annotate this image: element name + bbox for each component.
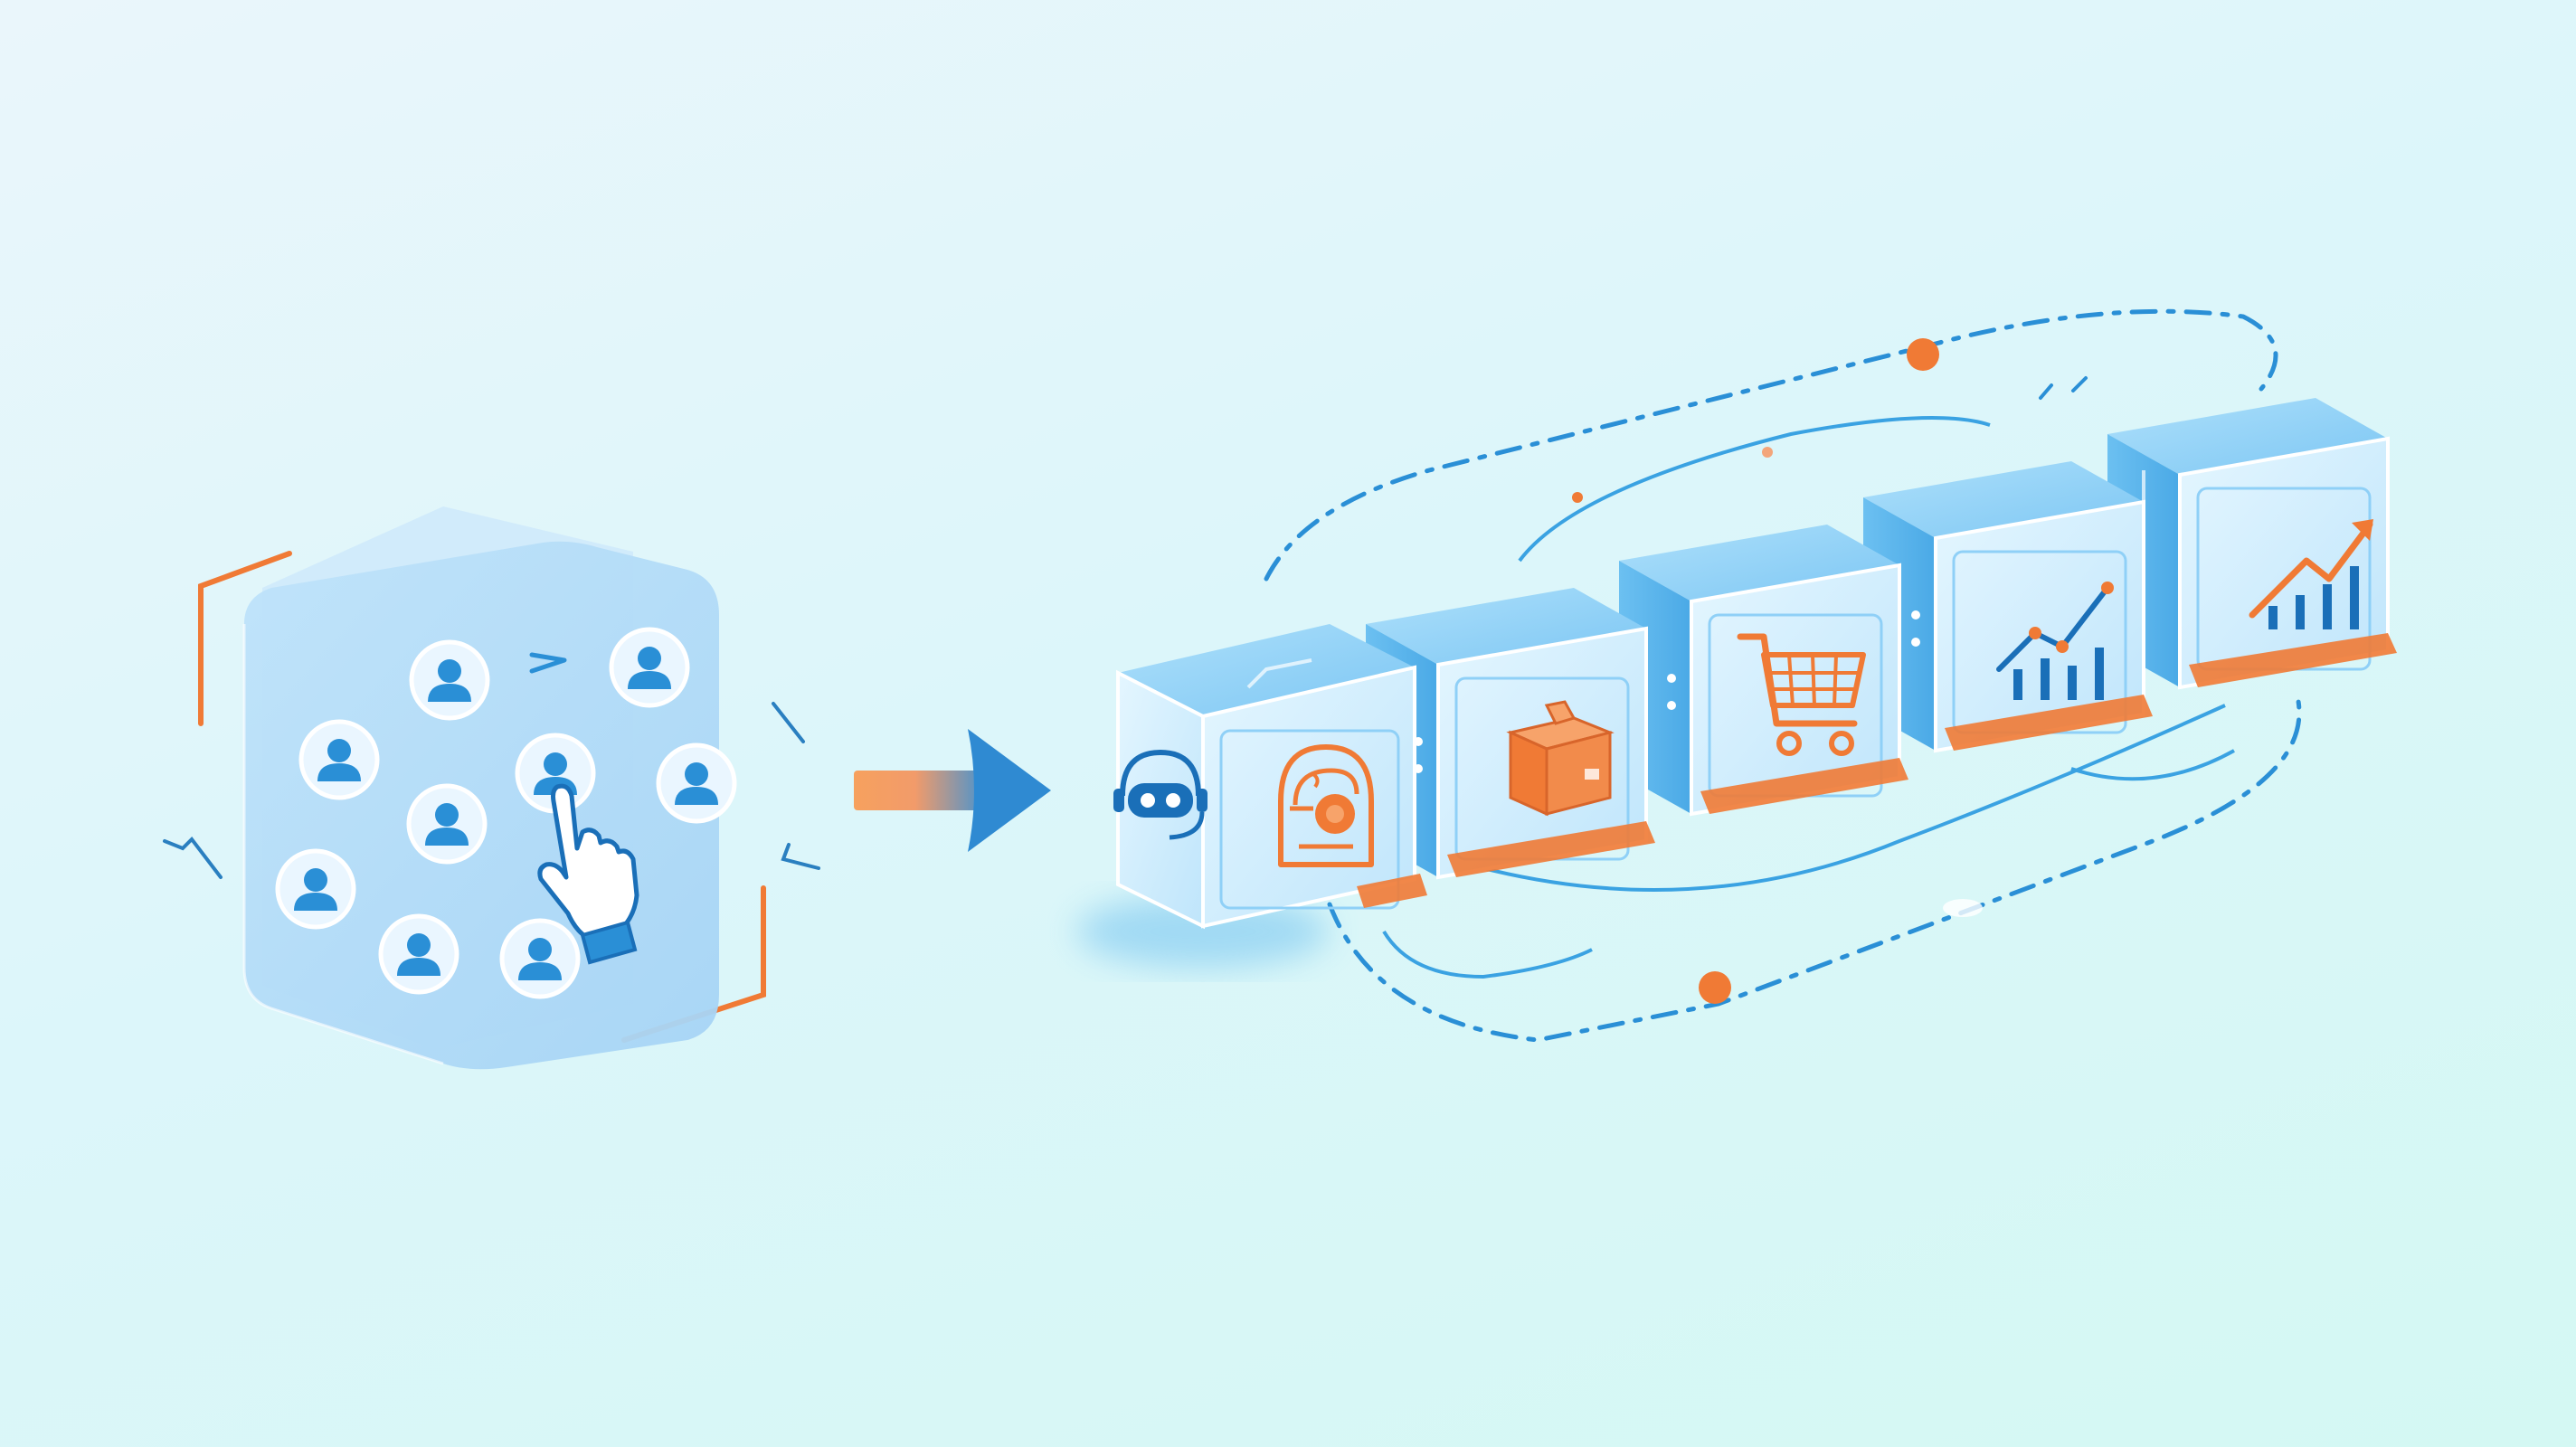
cube-growth — [2107, 398, 2397, 690]
user-badge — [609, 627, 690, 708]
loop-glow — [1943, 899, 1983, 917]
loop-line-inner-right — [2070, 749, 2235, 781]
user-badge — [406, 783, 488, 865]
cube-support — [1113, 624, 1427, 930]
cube-cart — [1619, 525, 1908, 817]
user-icon — [425, 803, 469, 846]
robot-support-icon — [1113, 749, 1208, 840]
panel-highlight — [242, 624, 444, 1065]
loop-dot — [1762, 447, 1773, 458]
bracket-top-left — [198, 551, 292, 726]
pointing-hand-icon — [537, 783, 639, 965]
user-icon — [428, 659, 471, 702]
user-icon — [518, 938, 562, 980]
user-icon — [675, 762, 718, 805]
chevron-right-icon — [529, 652, 567, 674]
line-chart-icon — [1996, 582, 2114, 700]
user-badge — [499, 918, 581, 999]
user-icon — [397, 933, 440, 976]
loop-line-inner-top — [1518, 416, 1991, 563]
source-panel — [163, 506, 820, 1070]
package-box-icon — [1506, 700, 1615, 817]
dashed-loop-icon — [1264, 308, 2302, 1043]
loop-dot — [1572, 492, 1583, 503]
deco-tick-right-bottom — [781, 843, 820, 870]
user-icon — [317, 739, 361, 781]
growth-chart-icon — [2249, 519, 2373, 629]
loop-node-top — [1907, 338, 1939, 371]
deco-spark — [2039, 376, 2088, 400]
loop-line-inner-mid — [1482, 704, 2226, 892]
user-badge — [378, 913, 459, 995]
arrow-right-icon — [854, 729, 1051, 852]
loop-line-inner-bottom — [1382, 930, 1593, 979]
deco-zigzag-left — [163, 836, 223, 879]
user-icon — [628, 647, 671, 689]
deco-tick-right-top — [772, 702, 805, 743]
loop-node-bottom — [1699, 971, 1731, 1004]
user-badge — [409, 639, 490, 721]
loop-dashed-bottom — [1327, 694, 2302, 1043]
user-icon — [294, 868, 337, 911]
loop-dashed-top — [1264, 308, 2278, 582]
astronaut-helmet-icon — [1278, 744, 1374, 867]
user-badge — [275, 848, 356, 930]
cube-line-chart — [1863, 461, 2153, 753]
user-badge — [298, 719, 380, 800]
user-badge — [656, 742, 737, 824]
shopping-cart-icon — [1737, 633, 1866, 756]
